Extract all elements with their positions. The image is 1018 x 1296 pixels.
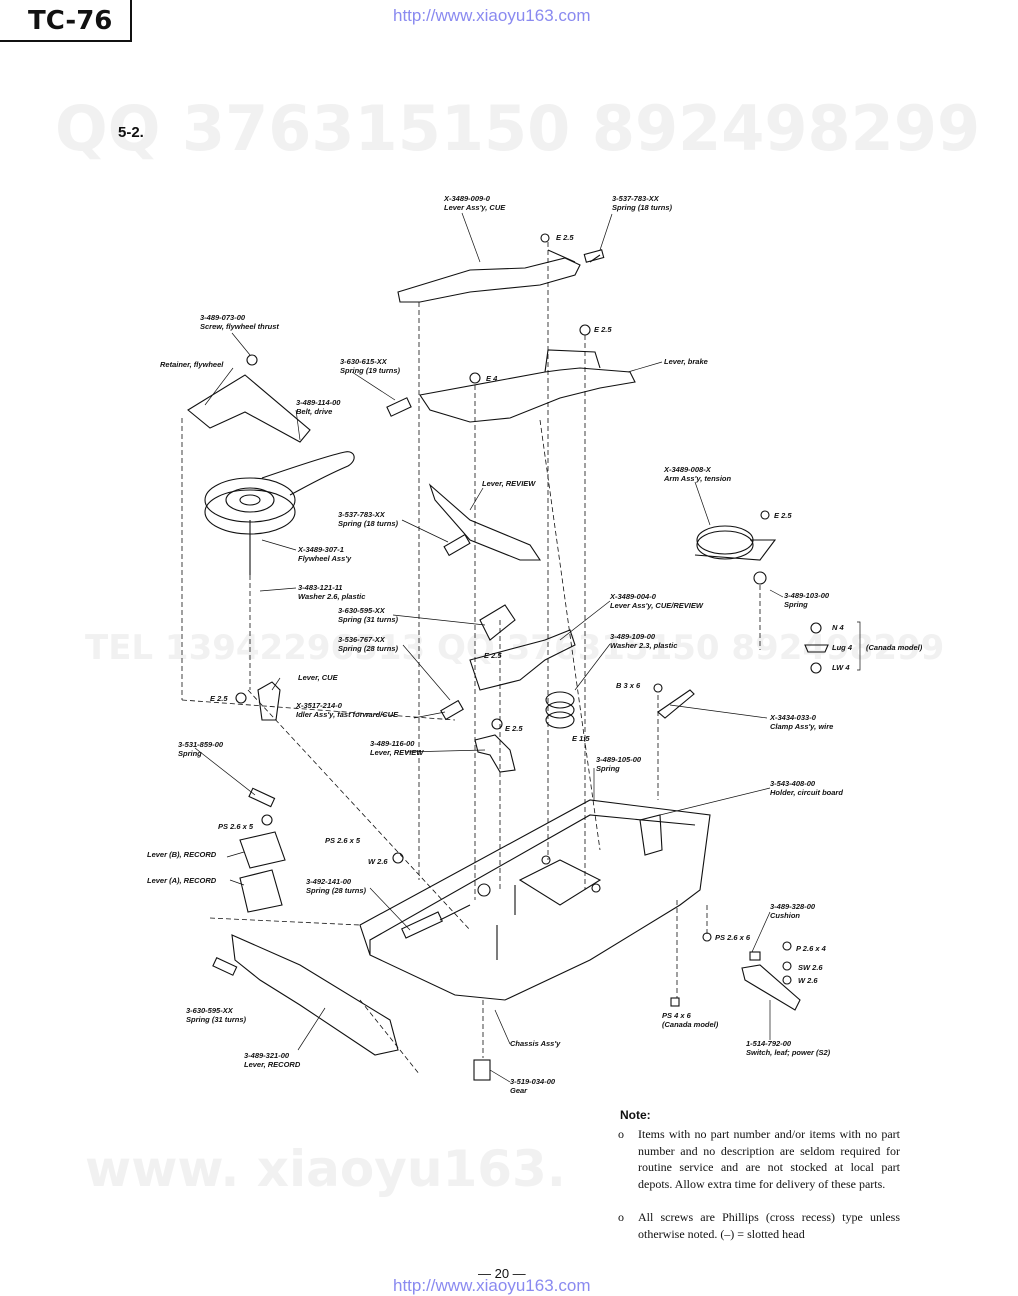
part-label: E 2.5 bbox=[556, 233, 574, 242]
part-label: Lever (A), RECORD bbox=[147, 876, 217, 885]
model-tag: TC-76 bbox=[0, 0, 132, 42]
part-label: E 2.5 bbox=[505, 724, 523, 733]
part-label: E 2.5 bbox=[484, 651, 502, 660]
part-label: Lever, CUE bbox=[298, 673, 338, 682]
part-label: Retainer, flywheel bbox=[160, 360, 224, 369]
part-label: E 4 bbox=[486, 374, 498, 383]
note-bullet: o bbox=[618, 1127, 624, 1141]
part-label: E 2.5 bbox=[774, 511, 792, 520]
part-label: E 1.5 bbox=[572, 734, 590, 743]
part-label: Lever, brake bbox=[664, 357, 708, 366]
part-label: W 2.6 bbox=[798, 976, 818, 985]
source-url-top[interactable]: http://www.xiaoyu163.com bbox=[393, 6, 591, 25]
part-label: N 4 bbox=[832, 623, 844, 632]
part-label: Lug 4 bbox=[832, 643, 852, 652]
part-label: LW 4 bbox=[832, 663, 850, 672]
part-label: P 2.6 x 4 bbox=[796, 944, 826, 953]
part-label: W 2.6 bbox=[368, 857, 388, 866]
note-bullet: o bbox=[618, 1210, 624, 1224]
watermark-site: www. xiaoyu163. bbox=[85, 1140, 566, 1198]
part-label: Lever, REVIEW bbox=[482, 479, 536, 488]
part-label: Chassis Ass'y bbox=[510, 1039, 561, 1048]
source-url-bottom[interactable]: http://www.xiaoyu163.com bbox=[393, 1276, 591, 1295]
part-label: E 2.5 bbox=[210, 694, 228, 703]
part-label: PS 2.6 x 6 bbox=[715, 933, 751, 942]
part-label: E 2.5 bbox=[594, 325, 612, 334]
part-label: PS 4 x 6(Canada model) bbox=[662, 1011, 719, 1029]
note-text: All screws are Phillips (cross recess) t… bbox=[638, 1210, 900, 1241]
note-title: Note: bbox=[620, 1108, 651, 1122]
watermark-qq: QQ 376315150 892498299 bbox=[55, 92, 981, 165]
note-item: o All screws are Phillips (cross recess)… bbox=[618, 1209, 900, 1242]
section-number: 5-2. bbox=[118, 124, 144, 141]
note-text: Items with no part number and/or items w… bbox=[638, 1127, 900, 1191]
page-number: — 20 — bbox=[478, 1266, 526, 1281]
part-label: Lever (B), RECORD bbox=[147, 850, 217, 859]
part-label: B 3 x 6 bbox=[616, 681, 641, 690]
part-label: PS 2.6 x 5 bbox=[218, 822, 254, 831]
part-label: SW 2.6 bbox=[798, 963, 823, 972]
note-item: o Items with no part number and/or items… bbox=[618, 1126, 900, 1192]
part-label: PS 2.6 x 5 bbox=[325, 836, 361, 845]
part-label: (Canada model) bbox=[866, 643, 923, 652]
